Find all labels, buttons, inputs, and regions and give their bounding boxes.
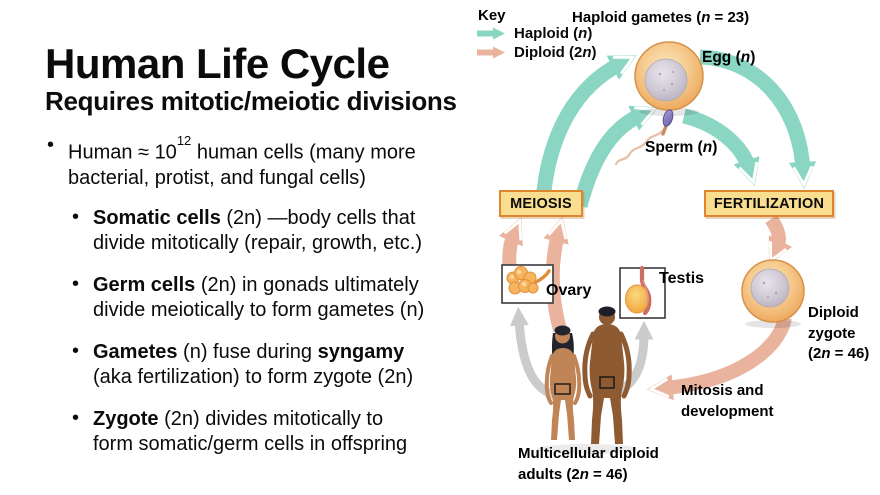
testis-icon (619, 265, 666, 319)
mitosis-development-label: Mitosis and development (681, 382, 774, 420)
figures-shadow (537, 444, 637, 454)
bullet-human-cells: Human ≈ 1012 human cells (many more bact… (45, 133, 477, 191)
page-subtitle: Requires mitotic/meiotic divisions (45, 86, 457, 116)
zygote-cell (741, 259, 805, 328)
testis-label: Testis (659, 270, 705, 287)
haploid-arc-meiosis-to-sperm (572, 105, 659, 208)
key-diploid-label: Diploid (2n) (514, 44, 597, 61)
egg-cell (634, 41, 704, 116)
adults-label: Multicellular diploid adults (2n = 46) (518, 445, 659, 483)
page-title: Human Life Cycle (45, 40, 390, 87)
ovary-label: Ovary (546, 282, 592, 299)
haploid-arrows (535, 49, 816, 208)
haploid-arrow-icon (477, 27, 505, 40)
meiosis-label: MEIOSIS (510, 195, 572, 212)
fertilization-box: FERTILIZATION (704, 190, 834, 217)
sperm-label: Sperm (n) (645, 139, 718, 156)
female-figure (544, 325, 582, 440)
egg-label: Egg (n) (702, 49, 756, 66)
haploid-arc-egg-to-fertilization (699, 49, 816, 189)
bullet-list: Human ≈ 1012 human cells (many more bact… (45, 133, 477, 474)
haploid-arc-sperm-to-fertilization (682, 108, 760, 187)
haploid-arc-meiosis-to-egg (535, 55, 637, 201)
bullet-somatic-cells: Somatic cells (2n) —body cells that divi… (70, 205, 477, 256)
key-diploid-row: Diploid (2n) (477, 44, 597, 61)
male-figure (582, 306, 632, 444)
fertilization-label: FERTILIZATION (713, 195, 825, 212)
key-title: Key (478, 7, 506, 24)
haploid-gametes-label: Haploid gametes (n = 23) (572, 9, 750, 26)
sperm-icon (614, 109, 674, 166)
diploid-arrow-icon (477, 46, 505, 59)
diploid-arc-fertilization-to-zygote (765, 214, 793, 265)
diploid-arc-zygote-to-adults (646, 316, 792, 401)
bullet-germ-cells: Germ cells (2n) in gonads ultimately div… (70, 272, 477, 323)
gray-arrows (509, 306, 654, 401)
superscript-exponent: 12 (176, 133, 192, 148)
zygote-label: Diploid zygote (2n = 46) (808, 304, 870, 362)
bullet-gametes: Gametes (n) fuse during syngamy (aka fer… (70, 339, 477, 390)
bullet-zygote: Zygote (2n) divides mitotically to form … (70, 406, 477, 457)
ovary-icon (501, 264, 554, 304)
key-haploid-label: Haploid (n) (514, 25, 593, 42)
key-haploid-row: Haploid (n) (477, 25, 592, 42)
meiosis-box: MEIOSIS (499, 190, 583, 217)
